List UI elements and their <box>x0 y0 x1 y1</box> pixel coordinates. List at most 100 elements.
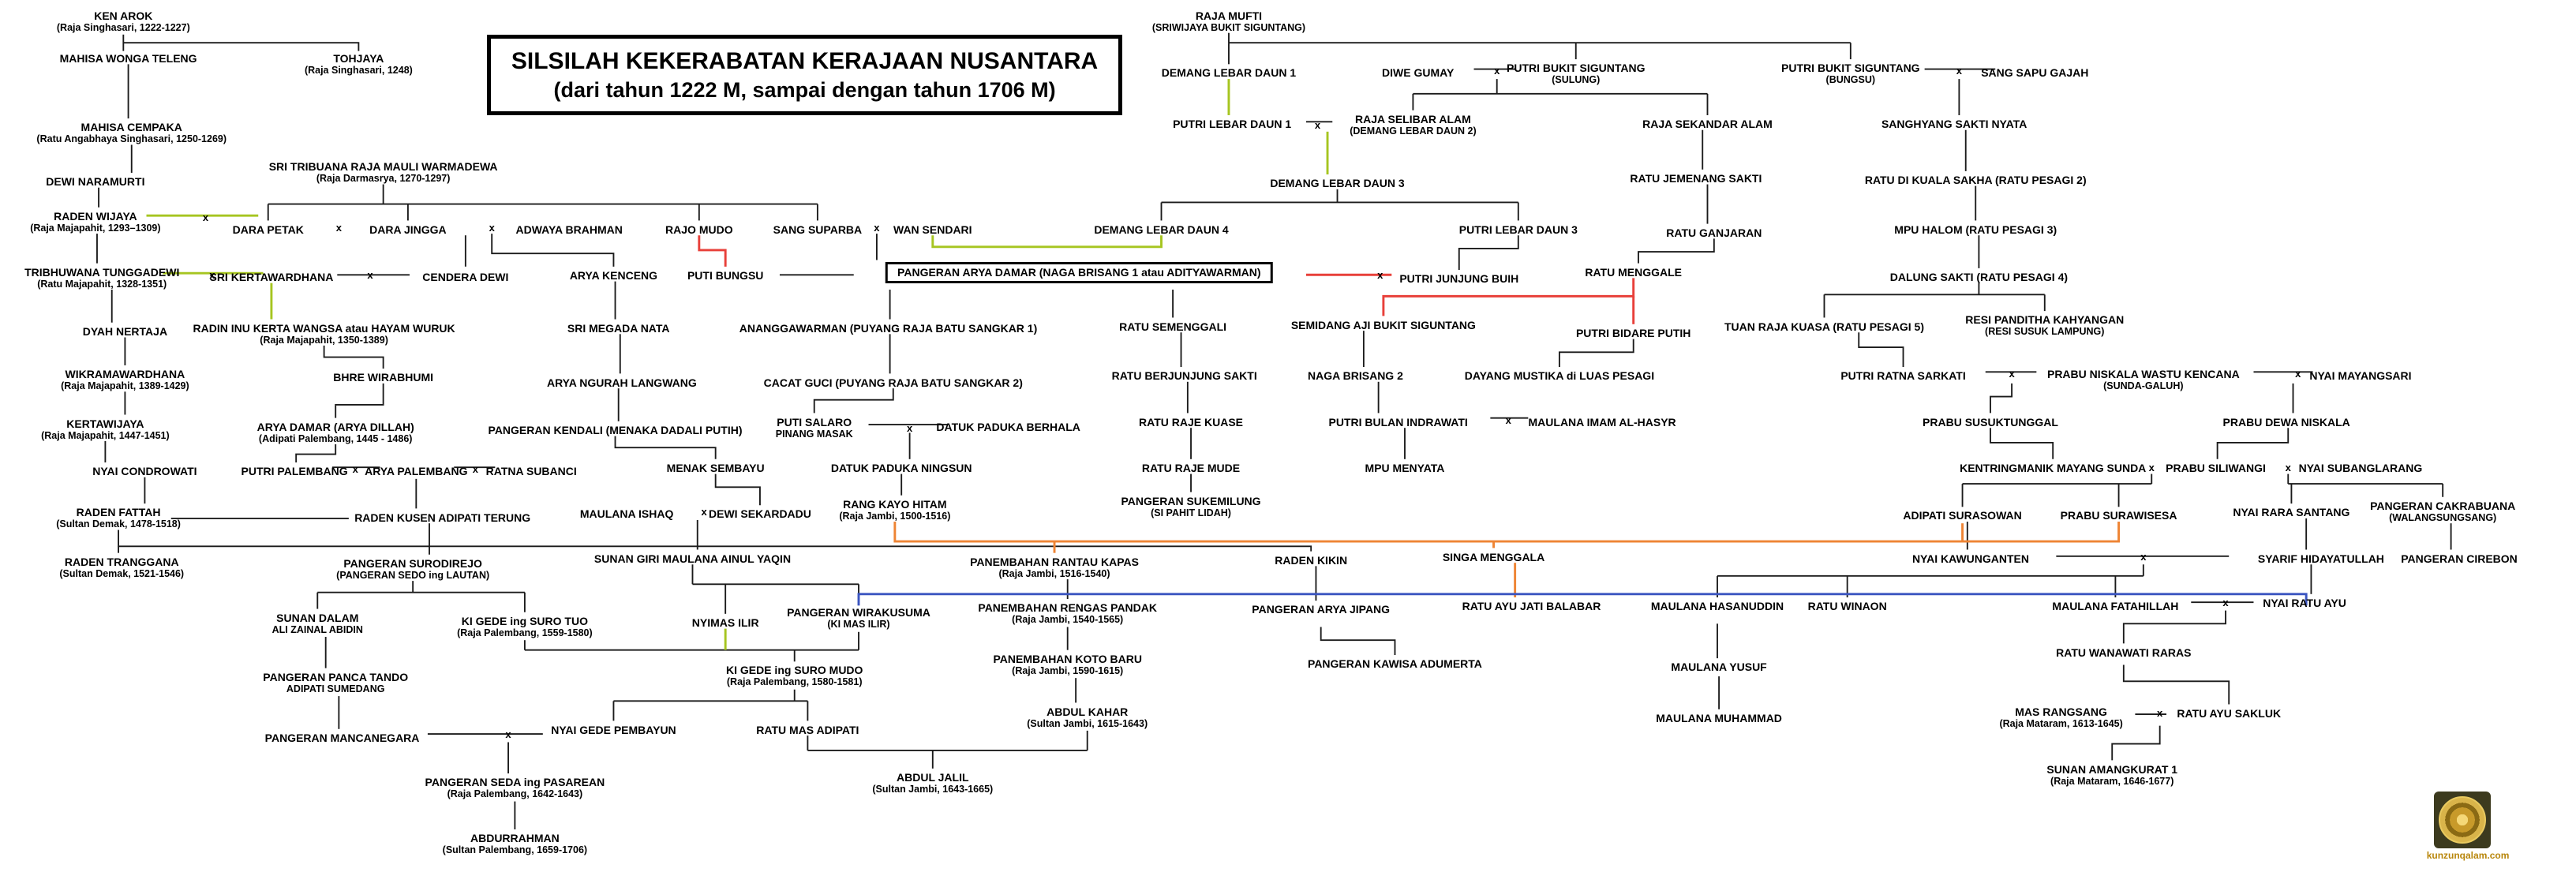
person-maulana-fatahillah: MAULANA FATAHILLAH <box>2052 601 2178 612</box>
person-name: RAJA MUFTI <box>1195 9 1263 22</box>
person-sang-sapu-gajah: SANG SAPU GAJAH <box>1981 67 2088 79</box>
person-mpu-halom: MPU HALOM (RATU PESAGI 3) <box>1894 223 2057 236</box>
person-subtitle: (SRIWIJAYA BUKIT SIGUNTANG) <box>1151 21 1306 33</box>
person-abdurrahman: ABDURRAHMAN(Sultan Palembang, 1659-1706) <box>443 832 587 856</box>
person-name: PUTRI LEBAR DAUN 1 <box>1173 118 1292 131</box>
person-name: MPU HALOM (RATU PESAGI 3) <box>1894 223 2057 236</box>
person-pangeran-kendali: PANGERAN KENDALI (MENAKA DADALI PUTIH) <box>489 425 743 436</box>
person-prabu-dewa-niskala: PRABU DEWA NISKALA <box>2222 415 2350 429</box>
family-line <box>1990 428 2054 459</box>
person-name: TOHJAYA <box>333 51 384 65</box>
person-subtitle: (KI MAS ILIR) <box>827 619 890 631</box>
person-name: MENAK SEMBAYU <box>666 461 765 474</box>
person-name: MAULANA FATAHILLAH <box>2052 600 2179 613</box>
person-ratu-menggale: RATU MENGGALE <box>1585 266 1682 279</box>
person-name: DARA JINGGA <box>369 223 447 236</box>
person-name: PUTRI BUKIT SIGUNTANG <box>1781 62 1920 75</box>
person-ratu-raje-mude: RATU RAJE MUDE <box>1142 462 1240 474</box>
marriage-x-mark: x <box>202 211 209 223</box>
person-kentringmanik-mayang-sunda: KENTRINGMANIK MAYANG SUNDA <box>1960 462 2146 474</box>
person-name: ABDURRAHMAN <box>470 832 560 845</box>
person-name: PANEMBAHAN RANTAU KAPAS <box>970 555 1139 568</box>
person-ratna-subanci: RATNA SUBANCI <box>486 466 577 477</box>
person-name: RATU DI KUALA SAKHA (RATU PESAGI 2) <box>1864 174 2087 187</box>
person-name: RATU BERJUNJUNG SAKTI <box>1111 369 1257 383</box>
person-name: PANGERAN KENDALI (MENAKA DADALI PUTIH) <box>488 424 743 437</box>
person-rajo-mudo: RAJO MUDO <box>665 223 733 236</box>
family-line <box>1858 332 1904 368</box>
family-line <box>2216 428 2290 459</box>
marriage-x-mark: x <box>209 268 215 281</box>
marriage-x-mark: x <box>906 421 913 434</box>
person-name: DALUNG SAKTI (RATU PESAGI 4) <box>1889 271 2069 284</box>
person-ratu-ganjaran: RATU GANJARAN <box>1666 226 1762 239</box>
person-raden-fattah: RADEN FATTAH(Sultan Demak, 1478-1518) <box>56 507 181 530</box>
person-name: PANGERAN SEDA ing PASAREAN <box>425 776 605 789</box>
person-subtitle: (Raja Jambi, 1516-1540) <box>998 567 1110 579</box>
person-subtitle: (Raja Singhasari, 1248) <box>304 64 413 76</box>
person-name: NYAI RATU AYU <box>2263 596 2346 609</box>
person-arya-palembang: ARYA PALEMBANG <box>365 466 467 477</box>
person-sri-tribuana: SRI TRIBUANA RAJA MAULI WARMADEWA(Raja D… <box>269 161 498 185</box>
person-singa-menggala: SINGA MENGGALA <box>1443 551 1544 563</box>
person-name: RADEN FATTAH <box>76 506 161 519</box>
person-name: ADWAYA BRAHMAN <box>515 223 623 236</box>
person-maulana-imam-al-hasyr: MAULANA IMAM AL-HASYR <box>1529 416 1676 429</box>
person-putri-lebar-daun-3: PUTRI LEBAR DAUN 3 <box>1459 223 1578 236</box>
person-name: CENDERA DEWI <box>422 271 509 284</box>
person-subtitle: (Raja Palembang, 1580-1581) <box>726 676 863 688</box>
person-name: KI GEDE ing SURO MUDO <box>725 664 863 677</box>
person-name: RATU WINAON <box>1807 600 1887 613</box>
family-line <box>614 436 717 459</box>
person-subtitle: (Sultan Demak, 1478-1518) <box>56 518 181 530</box>
person-name: KI GEDE ing SURO TUO <box>461 614 588 627</box>
person-name: DARA PETAK <box>232 223 304 236</box>
chart-title: SILSILAH KEKERABATAN KERAJAAN NUSANTARA … <box>486 34 1123 115</box>
person-name: PUTI SALARO <box>777 415 852 429</box>
person-sang-suparba: SANG SUPARBA <box>773 223 863 236</box>
person-semidang-aji: SEMIDANG AJI BUKIT SIGUNTANG <box>1291 319 1476 331</box>
person-name: RADIN INU KERTA WANGSA atau HAYAM WURUK <box>193 321 455 335</box>
person-subtitle: (Raja Majapahit, 1389-1429) <box>61 380 189 392</box>
person-maulana-muhammad: MAULANA MUHAMMAD <box>1656 712 1782 724</box>
person-name: DEMANG LEBAR DAUN 3 <box>1270 177 1405 190</box>
person-name: PANGERAN WIRAKUSUMA <box>787 606 930 619</box>
person-name: MAULANA YUSUF <box>1671 661 1767 674</box>
person-maulana-ishaq: MAULANA ISHAQ <box>580 508 673 520</box>
person-subtitle: (Ratu Angabhaya Singhasari, 1250-1269) <box>36 133 227 145</box>
marriage-x-mark: x <box>2295 368 2301 380</box>
person-subtitle: (Raja Mataram, 1646-1677) <box>2050 775 2174 787</box>
chart-title-line1: SILSILAH KEKERABATAN KERAJAAN NUSANTARA <box>511 47 1099 74</box>
person-subtitle: (Raja Singhasari, 1222-1227) <box>56 21 190 33</box>
person-ki-gede-suro-mudo: KI GEDE ing SURO MUDO(Raja Palembang, 15… <box>725 664 863 688</box>
person-name: NYAI MAYANGSARI <box>2309 369 2412 383</box>
person-subtitle: (Raja Majapahit, 1350-1389) <box>260 334 388 346</box>
person-name: SANG SAPU GAJAH <box>1981 66 2089 80</box>
person-name: PANGERAN CIREBON <box>2401 552 2518 565</box>
family-line <box>1458 235 1519 270</box>
person-name: ANANGGAWARMAN (PUYANG RAJA BATU SANGKAR … <box>739 321 1038 335</box>
family-line <box>491 234 615 267</box>
person-panembahan-rengas-pandak: PANEMBAHAN RENGAS PANDAK(Raja Jambi, 154… <box>978 602 1157 626</box>
marriage-x-mark: x <box>472 463 478 476</box>
person-name: DEMANG LEBAR DAUN 1 <box>1161 66 1297 80</box>
person-subtitle: ADIPATI SUMEDANG <box>286 683 385 694</box>
person-sunan-giri: SUNAN GIRI MAULANA AINUL YAQIN <box>594 552 791 565</box>
person-sunan-amangkurat-1: SUNAN AMANGKURAT 1(Raja Mataram, 1646-16… <box>2046 763 2177 787</box>
person-name: NYAI RARA SANTANG <box>2233 506 2350 519</box>
family-line <box>1558 339 1634 368</box>
person-name: SANG SUPARBA <box>773 223 863 236</box>
person-name: ABDUL KAHAR <box>1046 705 1129 718</box>
person-subtitle: (BUNGSU) <box>1825 74 1876 86</box>
person-name: DEWI SEKARDADU <box>708 507 811 521</box>
marriage-x-mark: x <box>2157 706 2163 719</box>
person-name: PANGERAN MANCANEGARA <box>264 731 420 744</box>
family-line <box>2122 610 2226 644</box>
person-name: RATU RAJE MUDE <box>1141 461 1241 474</box>
person-ananggawarman: ANANGGAWARMAN (PUYANG RAJA BATU SANGKAR … <box>739 321 1038 335</box>
person-abdul-jalil: ABDUL JALIL(Sultan Jambi, 1643-1665) <box>872 772 993 795</box>
person-name: PRABU DEWA NISKALA <box>2222 415 2350 429</box>
marriage-x-mark: x <box>1956 65 1963 77</box>
